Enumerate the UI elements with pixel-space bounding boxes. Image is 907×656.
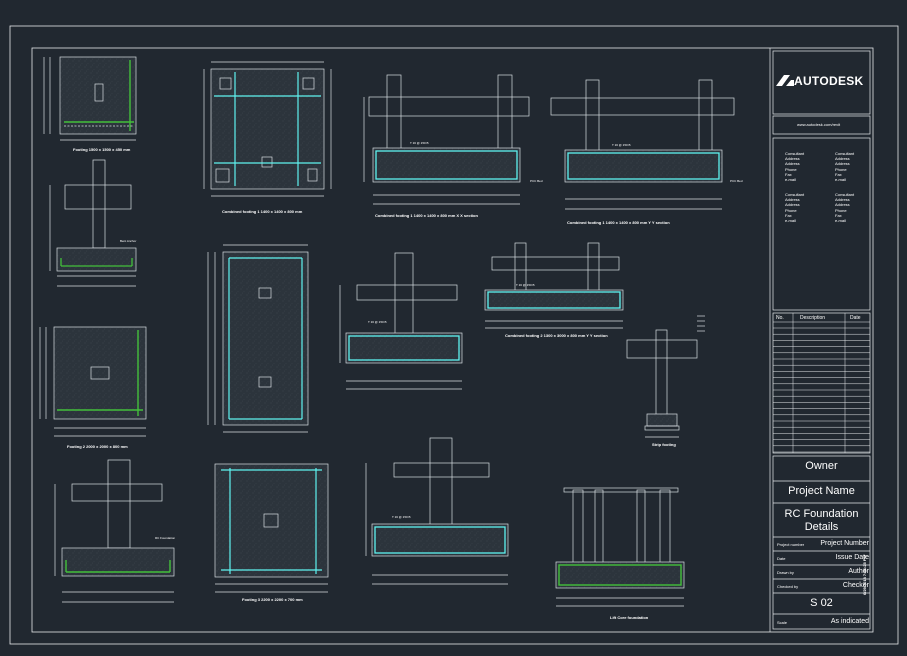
pcc-note: PCC Bed	[530, 179, 543, 183]
date-label: Date	[777, 556, 786, 561]
combined-footing-xx-section	[363, 74, 530, 205]
checked-by-value: Checker	[842, 582, 869, 589]
autodesk-logo-icon	[776, 75, 794, 86]
date-value: Issue Date	[835, 554, 869, 561]
scale-value: As indicated	[830, 618, 869, 625]
caption-footing-3: Footing 3 2200 x 2200 x 700 mm	[242, 597, 303, 602]
revision-header-no: No.	[776, 315, 784, 321]
project-name: Project Name	[788, 485, 855, 497]
caption-combined-2-yy: Combined footing 2 1300 x 3000 x 800 mm …	[505, 333, 608, 338]
rebar-note: T 16 @ 150 B	[368, 320, 387, 324]
caption-footing-1: Footing 1500 x 1500 x 450 mm	[73, 147, 131, 152]
logo-text: AUTODESK	[794, 74, 864, 88]
footing-3-plan	[214, 463, 329, 593]
combined-footing-2-plan	[207, 244, 309, 433]
sheet-name-line1: RC Foundation	[784, 508, 859, 520]
caption-lift-foundation: Lift Core foundation	[610, 615, 649, 620]
caption-combined-xx: Combined footing 1 1400 x 1400 x 800 mm …	[375, 213, 478, 218]
project-number-value: Project Number	[820, 540, 869, 547]
combined-footing-yy-section	[550, 79, 735, 210]
owner-label: Owner	[805, 460, 838, 472]
rebar-note: T 16 @ 150 B	[516, 283, 535, 287]
combined-footing-1-plan	[203, 61, 332, 197]
rebar-note: T 16 @ 150 B	[392, 515, 411, 519]
footing-3-section	[54, 459, 175, 603]
drawn-by-value: Author	[848, 568, 869, 575]
caption-combined-plan: Combined footing 1 1400 x 1400 x 800 mm	[222, 209, 303, 214]
combined-footing-2-yy-section	[484, 242, 624, 329]
footing-2-section	[339, 252, 463, 390]
caption-strip-footing: Strip footing	[652, 442, 676, 447]
sheet-number: S 02	[810, 597, 833, 609]
revision-table	[773, 313, 870, 453]
website-link[interactable]: www.autodesk.com/revit	[797, 122, 841, 127]
outer-border	[9, 25, 899, 645]
foundation-note: RC Foundation	[155, 536, 176, 540]
strip-footing-section	[626, 315, 705, 438]
checked-by-label: Checked by	[777, 584, 799, 589]
caption-footing-2: Footing 2 2000 x 2000 x 800 mm	[67, 444, 128, 449]
caption-combined-yy: Combined footing 1 1400 x 1400 x 800 mm …	[567, 220, 670, 225]
revision-header-description: Description	[800, 315, 826, 321]
footing-1-section	[49, 159, 137, 287]
pcc-note: PCC Bed	[730, 179, 743, 183]
scale-label: Scale	[777, 620, 788, 625]
title-block	[769, 48, 871, 632]
sheet-name-line2: Details	[804, 521, 839, 533]
rebar-note: T 16 @ 150 B	[612, 143, 631, 147]
rebar-note: T 16 @ 150 B	[410, 141, 429, 145]
inner-border	[31, 47, 874, 633]
drawn-by-label: Drawn by	[777, 570, 794, 575]
revision-header-date: Date	[850, 315, 861, 321]
print-date: 6/29/2018 7:46:25 PM	[862, 555, 867, 595]
footing-1-plan	[43, 56, 137, 141]
bend-note: Bent Anchor	[120, 239, 137, 243]
footing-3-section-b	[365, 437, 509, 585]
project-number-label: Project number	[777, 542, 805, 547]
footing-2-plan	[39, 326, 147, 437]
drawing-area	[39, 56, 735, 607]
lift-core-foundation-section	[555, 487, 685, 607]
